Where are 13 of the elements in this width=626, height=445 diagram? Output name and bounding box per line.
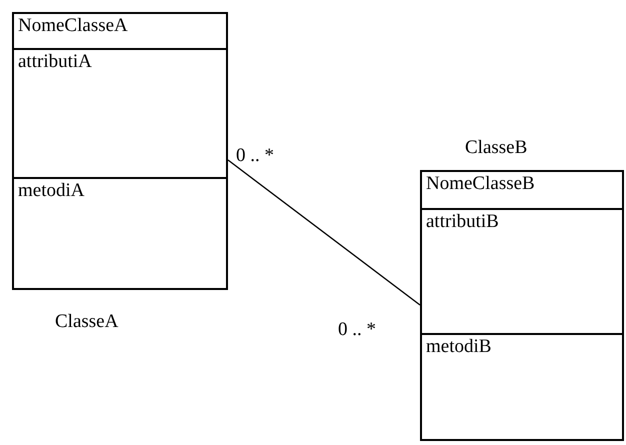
- association-line: [228, 159, 420, 306]
- methods-text: metodiA: [18, 180, 84, 201]
- multiplicity-label: 0 .. *: [338, 318, 376, 342]
- attributes-text: attributiB: [426, 211, 499, 232]
- methods-text: metodiB: [426, 336, 492, 357]
- class-box: [420, 170, 624, 441]
- attributes-text: attributiA: [18, 51, 92, 72]
- class-caption: ClasseB: [465, 136, 528, 160]
- multiplicity-label: 0 .. *: [236, 144, 274, 168]
- class-name: NomeClasseA: [18, 15, 128, 36]
- class-name: NomeClasseB: [426, 173, 535, 194]
- class-box: [12, 12, 228, 290]
- class-caption: ClasseA: [55, 310, 118, 334]
